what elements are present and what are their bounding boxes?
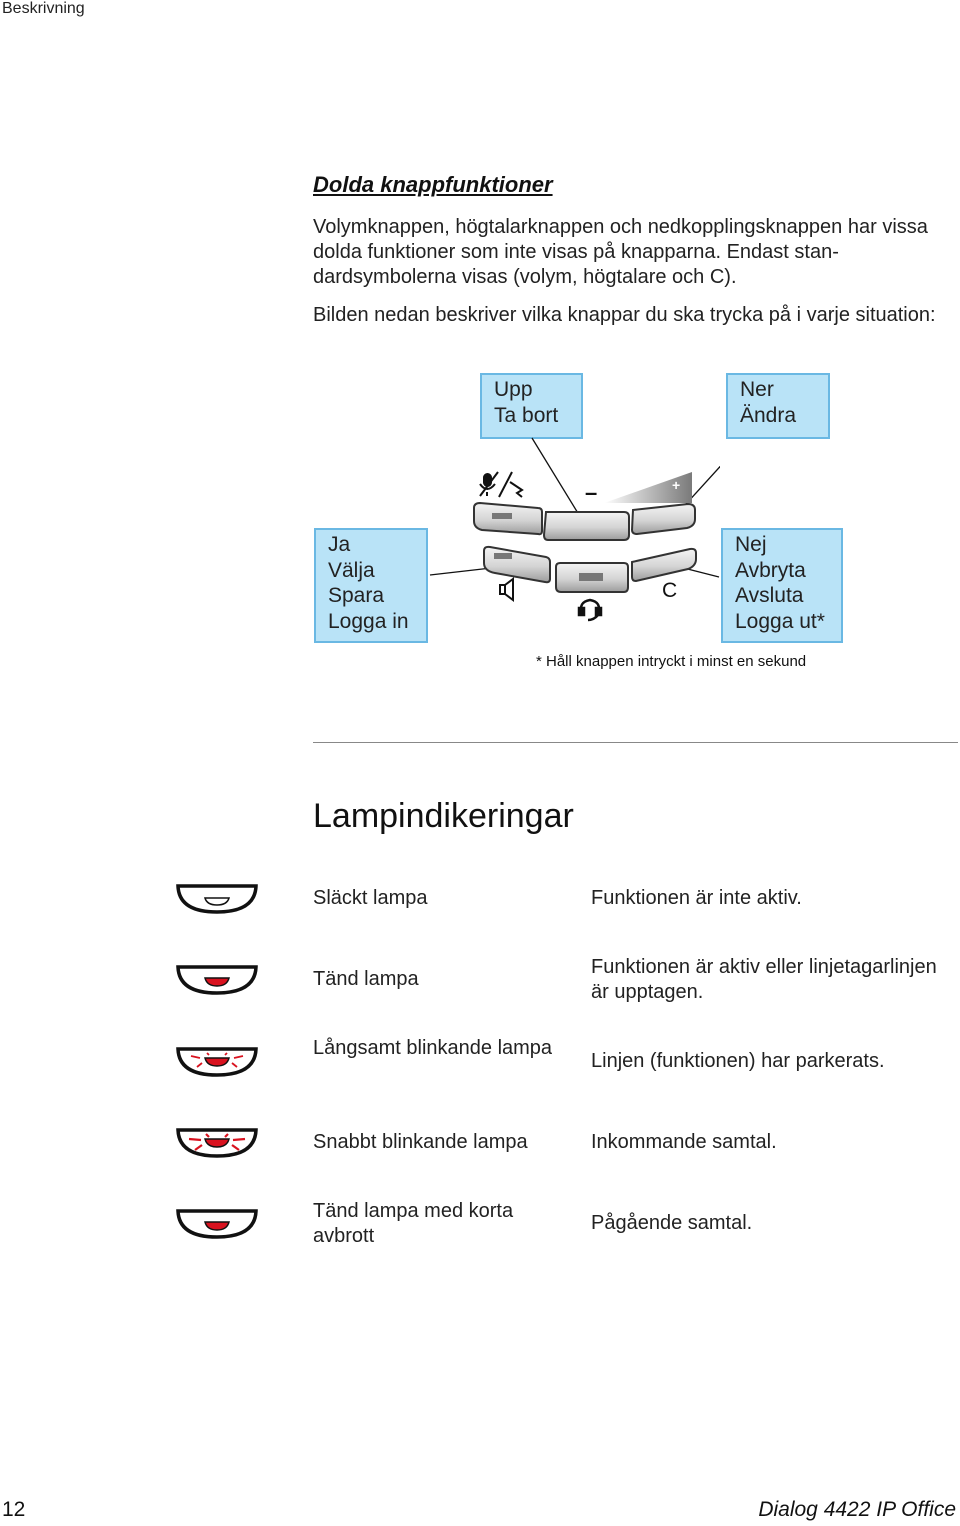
running-header: Beskrivning	[2, 0, 85, 17]
lamp-desc-slow-blink: Linjen (funktionen) har parkerats.	[591, 1050, 885, 1072]
lamp-desc-off: Funktionen är inte aktiv.	[591, 887, 802, 909]
key-volume-down[interactable]	[542, 511, 630, 541]
lamp-slow-blink-icon	[176, 1047, 258, 1077]
volume-minus-symbol: –	[585, 480, 597, 505]
lamp-desc-fast-blink: Inkommande samtal.	[591, 1131, 777, 1153]
section-divider	[313, 742, 958, 743]
callout-yes-line-4: Logga in	[328, 609, 409, 633]
lamp-fast-blink-icon	[176, 1128, 258, 1158]
callout-no-line-2: Avbryta	[735, 558, 806, 582]
volume-wedge-icon	[604, 472, 692, 503]
callout-down-line-2: Ändra	[740, 403, 797, 427]
leader-line-up	[531, 437, 585, 524]
mute-icon	[479, 471, 524, 498]
lamp-desc-on: Funktionen är aktiv eller linjetagarlinj…	[591, 956, 937, 1003]
key-speaker[interactable]	[483, 545, 551, 584]
lamp-on-icon	[176, 965, 258, 995]
section-heading-hidden-functions: Dolda knappfunktioner	[313, 172, 553, 197]
callout-up-line-1: Upp	[494, 378, 533, 401]
product-title: Dialog 4422 IP Office	[758, 1498, 956, 1521]
callout-no: Nej Avbryta Avsluta Logga ut*	[721, 528, 843, 643]
lamp-desc-on-interrupted: Pågående samtal.	[591, 1212, 753, 1234]
lamp-label-fast-blink: Snabbt blinkande lampa	[313, 1131, 528, 1153]
footnote: * Håll knappen intryckt i minst en sekun…	[536, 653, 807, 670]
paragraph-instruction: Bilden nedan beskriver vilka knappar du …	[313, 304, 936, 326]
callout-yes-line-1: Ja	[328, 533, 351, 556]
callout-yes-line-3: Spara	[328, 584, 385, 607]
key-clear[interactable]	[631, 547, 697, 583]
clear-key-label: C	[662, 579, 677, 602]
callout-down: Ner Ändra	[726, 373, 830, 439]
phone-keypad-diagram: – + C	[429, 437, 720, 622]
page-number: 12	[2, 1498, 26, 1521]
key-indicator-speaker	[494, 553, 512, 559]
paragraph-intro: Volymknappen, högtalarknappen och nedkop…	[313, 216, 928, 288]
lamp-label-off: Släckt lampa	[313, 887, 428, 909]
headset-icon	[577, 598, 603, 622]
key-indicator-upper-left	[492, 513, 512, 519]
callout-no-line-1: Nej	[735, 533, 767, 556]
lamp-label-on-interrupted: Tänd lampa med korta avbrott	[313, 1200, 514, 1247]
callout-up-line-2: Ta bort	[494, 403, 559, 427]
callout-no-line-3: Avsluta	[735, 584, 804, 607]
key-indicator-headset	[579, 573, 603, 581]
callout-no-line-4: Logga ut*	[735, 609, 825, 633]
lamp-label-on: Tänd lampa	[313, 968, 419, 990]
lamp-on-short-interruptions-icon	[176, 1209, 258, 1239]
callout-down-line-1: Ner	[740, 378, 774, 401]
lamp-label-slow-blink: Långsamt blinkande lampa	[313, 1037, 553, 1059]
section-heading-lamps: Lampindikeringar	[313, 797, 574, 835]
callout-yes: Ja Välja Spara Logga in	[314, 528, 428, 643]
volume-plus-symbol: +	[672, 477, 680, 493]
speaker-icon	[499, 577, 514, 602]
callout-yes-line-2: Välja	[328, 558, 375, 582]
lamp-off-icon	[176, 884, 258, 914]
key-volume-up[interactable]	[630, 502, 696, 536]
callout-up: Upp Ta bort	[480, 373, 583, 439]
